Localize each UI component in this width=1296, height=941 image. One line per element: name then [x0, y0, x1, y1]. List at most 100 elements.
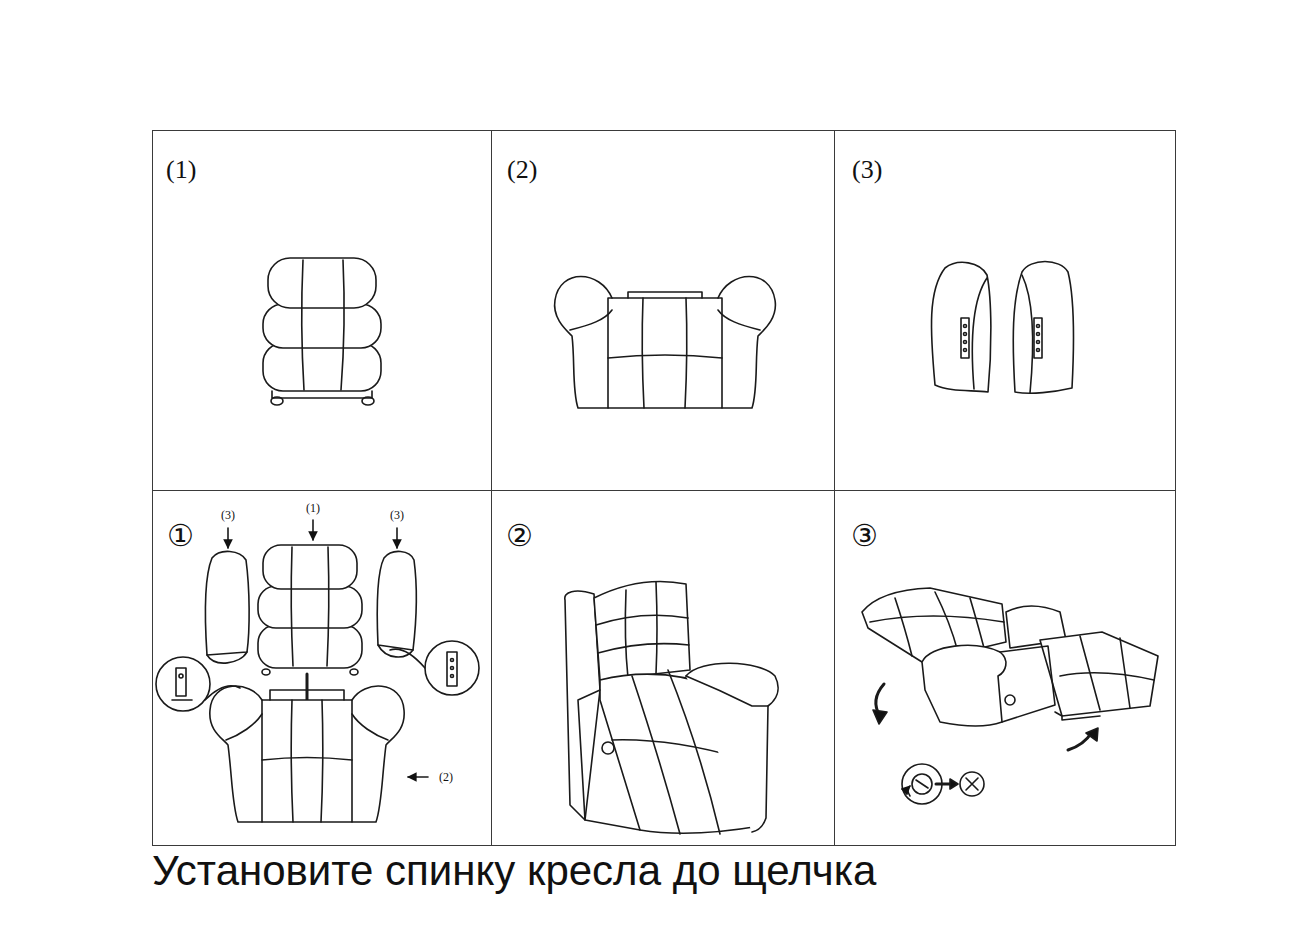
chair-back-part	[341, 260, 344, 390]
step-number: (1)	[166, 157, 196, 183]
assembly-view-part	[226, 714, 262, 740]
step-panel: (1)	[152, 130, 492, 491]
assembly-view-part	[291, 547, 293, 666]
assembled-chair-part	[632, 676, 680, 834]
side-panels-part	[1037, 333, 1040, 336]
step-number: ①	[167, 521, 194, 551]
step-panel: ②	[491, 490, 835, 846]
step-panel: (3)	[834, 130, 1176, 491]
assembly-view-part	[377, 551, 416, 650]
side-panels-part	[1037, 341, 1040, 344]
reclined-chair-part	[1086, 728, 1098, 741]
chair-back-part	[263, 343, 381, 391]
step-number: (2)	[507, 157, 537, 183]
chair-back-part	[271, 397, 283, 405]
reclined-chair-part	[895, 598, 912, 656]
reclined-chair-part	[966, 778, 978, 790]
assembly-view-part	[378, 645, 413, 657]
assembly-view-part	[262, 700, 352, 822]
reclined-chair-part	[1040, 632, 1158, 716]
callout-number: (1)	[305, 502, 321, 514]
assembly-view-part	[205, 686, 240, 700]
reclined-chair-part	[916, 780, 928, 788]
chair-back-part	[263, 304, 381, 348]
assembly-view-part	[396, 528, 398, 548]
assembly-view-part	[207, 652, 247, 663]
chair-base-part	[628, 292, 702, 298]
reclined-chair-part	[1000, 646, 1055, 722]
side-panels-part	[1013, 262, 1073, 394]
assembly-view-part	[258, 625, 362, 668]
chair-base-part	[642, 298, 644, 408]
assembly-view-part	[270, 690, 344, 700]
chair-back-part	[272, 391, 372, 398]
chair-base-part	[608, 355, 722, 358]
chair-base-part	[608, 298, 722, 408]
side-panels-part	[1022, 275, 1033, 393]
side-panels-part	[964, 325, 967, 328]
reclined-chair-part	[912, 774, 932, 794]
reclined-chair-part	[1060, 673, 1154, 680]
assembled-chair-part	[594, 581, 690, 680]
reclined-chair-part	[960, 772, 984, 796]
assembly-view-part	[176, 668, 186, 696]
reclined-chair-part	[1005, 695, 1015, 705]
caption: Установите спинку кресла до щелчка	[152, 848, 876, 894]
reclined-chair-part	[922, 645, 1006, 726]
assembly-view-part	[262, 758, 352, 761]
reclined-chair-part	[950, 779, 958, 789]
assembled-chair-part	[656, 582, 657, 674]
assembly-view-part	[451, 659, 454, 662]
assembly-view-part	[425, 641, 479, 695]
assembly-view-part	[451, 675, 454, 678]
reclined-chair-part	[1120, 638, 1130, 708]
assembly-view-part	[408, 776, 428, 778]
assembly-view-part	[227, 528, 229, 548]
assembly-view-part	[447, 652, 457, 686]
reclined-chair-part	[1055, 712, 1100, 720]
chair-back-part	[268, 258, 376, 308]
assembly-view-part	[291, 700, 293, 822]
side-panels-part	[931, 262, 990, 392]
side-panels-part	[964, 333, 967, 336]
assembly-view-part	[205, 551, 249, 655]
reclined-chair-part	[870, 616, 1004, 622]
assembly-view-part	[352, 714, 388, 740]
side-panels	[931, 262, 1073, 394]
side-panels-part	[1037, 349, 1040, 352]
illustration-part	[156, 258, 1158, 834]
assembly-view-part	[327, 547, 329, 666]
chair-back-part	[362, 397, 374, 405]
side-panels-part	[1037, 325, 1040, 328]
assembly-view-part	[350, 669, 358, 675]
chair-back	[263, 258, 381, 405]
chair-base-part	[570, 310, 612, 330]
assembled-chair-part	[596, 615, 688, 625]
assembly-view-part	[352, 686, 404, 822]
side-panels-part	[961, 318, 969, 358]
side-panels-part	[964, 341, 967, 344]
assembled-chair	[565, 581, 778, 834]
side-panels-part	[972, 278, 987, 389]
step-panel: ①	[152, 490, 492, 846]
assembly-view-part	[390, 649, 425, 668]
step-panel: ③	[834, 490, 1176, 846]
assembly-view-part	[263, 545, 357, 589]
step-number: ②	[506, 521, 533, 551]
side-panels-part	[964, 349, 967, 352]
chair-base-part	[718, 310, 760, 330]
assembly-view-part	[321, 700, 323, 822]
assembled-chair-part	[625, 590, 628, 678]
assembled-chair-part	[686, 676, 768, 706]
reclined-chair-part	[935, 592, 958, 652]
assembly-view-part	[312, 520, 314, 540]
assembled-chair-part	[602, 742, 614, 754]
assembled-chair-part	[598, 644, 689, 653]
assembly-view-part	[156, 657, 210, 711]
chair-back-part	[302, 260, 304, 390]
step-panel: (2)	[491, 130, 835, 491]
chair-base-part	[685, 298, 687, 408]
reclined-chair	[862, 588, 1158, 804]
